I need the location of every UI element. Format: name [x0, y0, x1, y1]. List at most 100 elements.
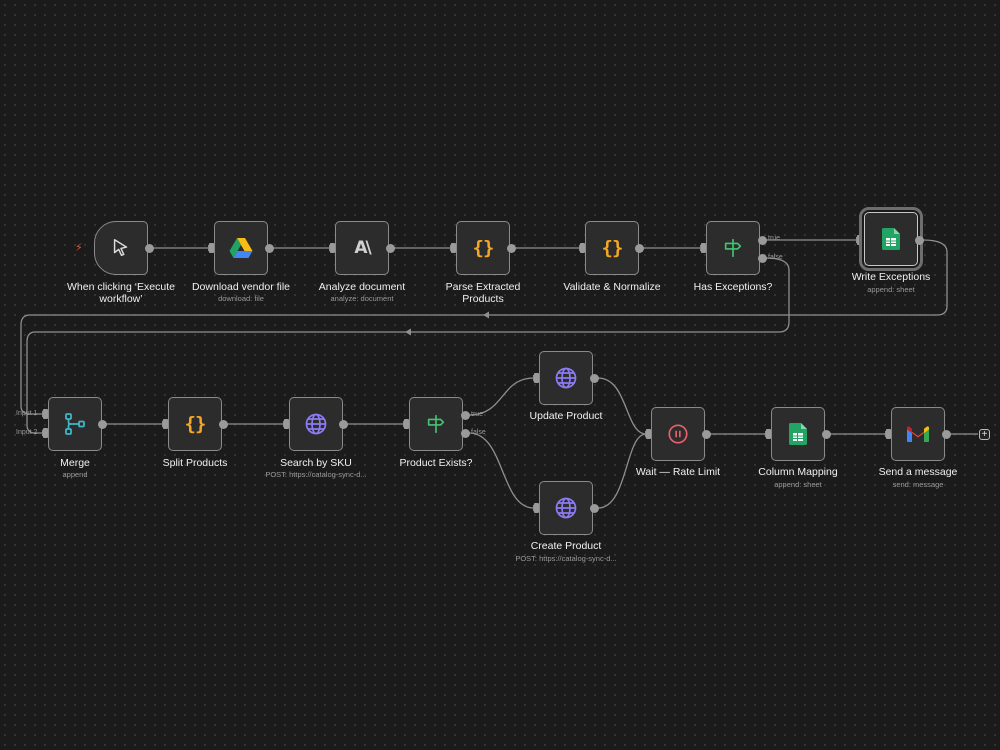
google-sheets-icon — [785, 421, 811, 447]
input-handle[interactable] — [284, 419, 289, 429]
cursor-icon — [108, 235, 134, 261]
node-subtitle: append: sheet — [774, 480, 822, 489]
node-label: Column Mapping — [758, 466, 838, 478]
node-validate-normalize[interactable]: {} — [585, 221, 639, 275]
input-handle[interactable] — [163, 419, 168, 429]
input-handle[interactable] — [330, 243, 335, 253]
connection — [26, 257, 790, 434]
node-analyze-document[interactable]: A\ — [335, 221, 389, 275]
connection — [468, 432, 535, 509]
direction-arrow — [405, 328, 411, 336]
node-label: Split Products — [162, 457, 228, 469]
output-handle[interactable] — [98, 420, 107, 429]
output-handle[interactable] — [635, 244, 644, 253]
signpost-icon — [720, 235, 746, 261]
input-handle[interactable] — [766, 429, 771, 439]
input-handle[interactable] — [857, 235, 862, 245]
output-handle[interactable] — [915, 236, 924, 245]
node-label: Search by SKU — [280, 457, 352, 469]
merge-icon — [62, 411, 88, 437]
node-subtitle: POST: https://catalog-sync-d... — [515, 554, 617, 563]
true-output-handle[interactable] — [758, 236, 767, 245]
node-label: Write Exceptions — [851, 271, 931, 283]
node-write-exceptions[interactable] — [859, 207, 923, 271]
output-handle[interactable] — [386, 244, 395, 253]
node-label: Wait — Rate Limit — [635, 466, 721, 478]
lightning-icon: ⚡︎ — [75, 242, 83, 254]
add-node-button[interactable]: + — [979, 429, 990, 440]
output-handle[interactable] — [942, 430, 951, 439]
gmail-icon — [905, 421, 931, 447]
node-subtitle: append — [62, 470, 88, 479]
false-branch-label: false — [768, 254, 783, 261]
node-send-a-message[interactable] — [891, 407, 945, 461]
node-subtitle: send: message — [892, 480, 944, 489]
node-label: Download vendor file — [191, 281, 291, 293]
node-product-exists[interactable] — [409, 397, 463, 451]
node-create-product[interactable] — [539, 481, 593, 535]
output-handle[interactable] — [590, 374, 599, 383]
node-update-product[interactable] — [539, 351, 593, 405]
node-label: When clicking ‘Execute workflow’ — [67, 281, 175, 305]
output-handle[interactable] — [145, 244, 154, 253]
node-split-products[interactable]: {} — [168, 397, 222, 451]
merge-input-2-label: Input 2 — [16, 429, 38, 436]
input-handle[interactable] — [886, 429, 891, 439]
node-label: Product Exists? — [399, 457, 473, 469]
output-handle[interactable] — [507, 244, 516, 253]
node-search-by-sku[interactable] — [289, 397, 343, 451]
node-label: Send a message — [878, 466, 958, 478]
node-label: Merge — [60, 457, 90, 469]
connection — [597, 433, 647, 509]
globe-icon — [553, 495, 579, 521]
input-handle[interactable] — [43, 409, 48, 419]
input-handle[interactable] — [404, 419, 409, 429]
code-braces-icon: {} — [472, 237, 495, 259]
true-branch-label: true — [471, 411, 484, 418]
node-merge[interactable] — [48, 397, 102, 451]
input-handle[interactable] — [534, 373, 539, 383]
output-handle[interactable] — [822, 430, 831, 439]
input-handle[interactable] — [209, 243, 214, 253]
true-output-handle[interactable] — [461, 411, 470, 420]
connection — [597, 377, 647, 435]
node-subtitle: append: sheet — [867, 285, 915, 294]
anthropic-icon: A\ — [354, 238, 371, 258]
node-subtitle: download: file — [218, 294, 264, 303]
input-handle[interactable] — [534, 503, 539, 513]
code-braces-icon: {} — [184, 413, 207, 435]
node-label: Parse Extracted Products — [445, 281, 521, 305]
merge-input-1-label: Input 1 — [16, 410, 38, 417]
globe-icon — [553, 365, 579, 391]
output-handle[interactable] — [339, 420, 348, 429]
output-handle[interactable] — [702, 430, 711, 439]
false-output-handle[interactable] — [758, 254, 767, 263]
globe-icon — [303, 411, 329, 437]
output-handle[interactable] — [265, 244, 274, 253]
node-parse-extracted-products[interactable]: {} — [456, 221, 510, 275]
input-handle[interactable] — [646, 429, 651, 439]
input-handle[interactable] — [580, 243, 585, 253]
output-handle[interactable] — [219, 420, 228, 429]
node-column-mapping[interactable] — [771, 407, 825, 461]
input-handle[interactable] — [701, 243, 706, 253]
connection — [20, 239, 948, 415]
false-branch-label: false — [471, 429, 486, 436]
node-label: Has Exceptions? — [693, 281, 773, 293]
input-handle[interactable] — [451, 243, 456, 253]
node-label: Create Product — [530, 540, 602, 552]
node-label: Analyze document — [318, 281, 406, 293]
node-wait-rate-limit[interactable] — [651, 407, 705, 461]
code-braces-icon: {} — [601, 237, 624, 259]
false-output-handle[interactable] — [461, 429, 470, 438]
node-label: Validate & Normalize — [563, 281, 661, 293]
node-subtitle: analyze: document — [330, 294, 394, 303]
direction-arrow — [483, 311, 489, 319]
input-handle[interactable] — [43, 428, 48, 438]
node-subtitle: POST: https://catalog-sync-d... — [265, 470, 367, 479]
output-handle[interactable] — [590, 504, 599, 513]
node-manual-trigger[interactable] — [94, 221, 148, 275]
node-download-vendor-file[interactable] — [214, 221, 268, 275]
node-has-exceptions[interactable] — [706, 221, 760, 275]
